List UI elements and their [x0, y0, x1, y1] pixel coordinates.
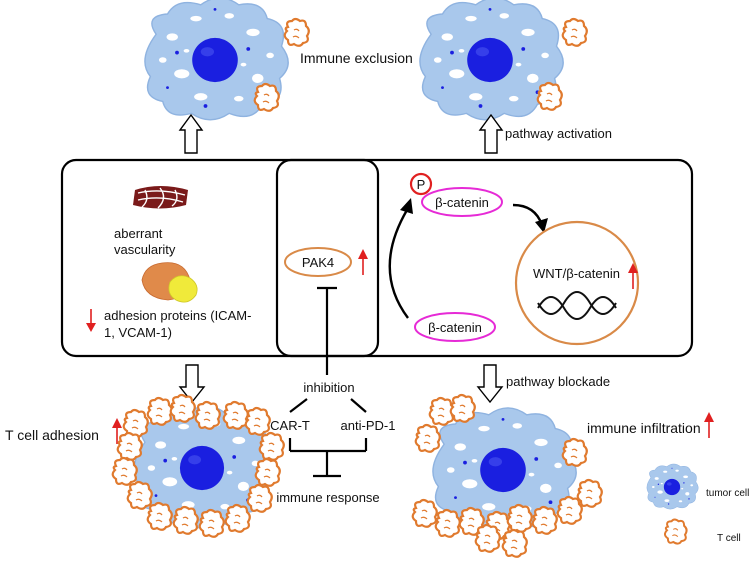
vascularity-label: vascularity: [114, 242, 176, 257]
hollow-up-arrow-left: [178, 113, 204, 154]
inhibition-label: inhibition: [303, 380, 354, 395]
hollow-down-arrow-left: [178, 364, 206, 404]
adhesion-label-line2: 1, VCAM-1): [104, 325, 172, 340]
t-cell-adhesion-label: T cell adhesion: [5, 427, 99, 443]
svg-text:P: P: [417, 177, 426, 192]
aberrant-label: aberrant: [114, 226, 163, 241]
beta-catenin-oval-top: [421, 187, 503, 217]
up-red-arrow-pak4: [358, 249, 368, 275]
adhesion-label-line1: adhesion proteins (ICAM-: [104, 308, 251, 323]
immune-infiltration-label: immune infiltration: [587, 420, 701, 436]
inhibition-bar: [317, 286, 337, 375]
legend-tumor-cell-label: tumor cell: [706, 488, 749, 499]
beta-catenin-oval-bottom: [414, 312, 496, 342]
car-t-label: CAR-T: [270, 418, 310, 433]
hollow-down-arrow-right: [476, 364, 504, 404]
pak4-oval: [284, 247, 352, 277]
wnt-label: WNT/β-catenin: [533, 266, 620, 281]
up-red-arrow-infiltration: [704, 412, 714, 438]
inhibition-tree-lines: [288, 398, 368, 478]
adhesion-protein-icon: [141, 262, 198, 303]
beta-catenin-bottom-label: β-catenin: [428, 320, 482, 335]
main-panel-frame: [60, 158, 694, 358]
phospho-badge: P: [409, 172, 433, 196]
wnt-circle: [514, 220, 640, 346]
immune-response-label: immune response: [276, 490, 379, 505]
up-red-arrow-wnt: [628, 263, 638, 289]
pathway-blockade-label: pathway blockade: [506, 374, 610, 389]
legend-tumor-cell-icon: [646, 463, 699, 510]
legend-tcell-icon: [663, 518, 688, 545]
beta-catenin-top-label: β-catenin: [435, 195, 489, 210]
up-red-arrow-adhesion: [112, 418, 122, 444]
immune-exclusion-label: Immune exclusion: [300, 50, 413, 66]
legend-tcell-label: T cell: [717, 533, 741, 544]
dna-helix-icon: [537, 291, 617, 320]
down-red-arrow-adhesion: [86, 309, 96, 332]
curved-arrow-phosphorylation: [388, 198, 413, 319]
aberrant-vessel-icon: [133, 186, 188, 209]
curved-arrow-to-wnt: [512, 203, 548, 233]
pathway-activation-label: pathway activation: [505, 126, 612, 141]
pak4-label: PAK4: [302, 255, 334, 270]
hollow-up-arrow-right: [478, 113, 504, 154]
anti-pd1-label: anti-PD-1: [341, 418, 396, 433]
